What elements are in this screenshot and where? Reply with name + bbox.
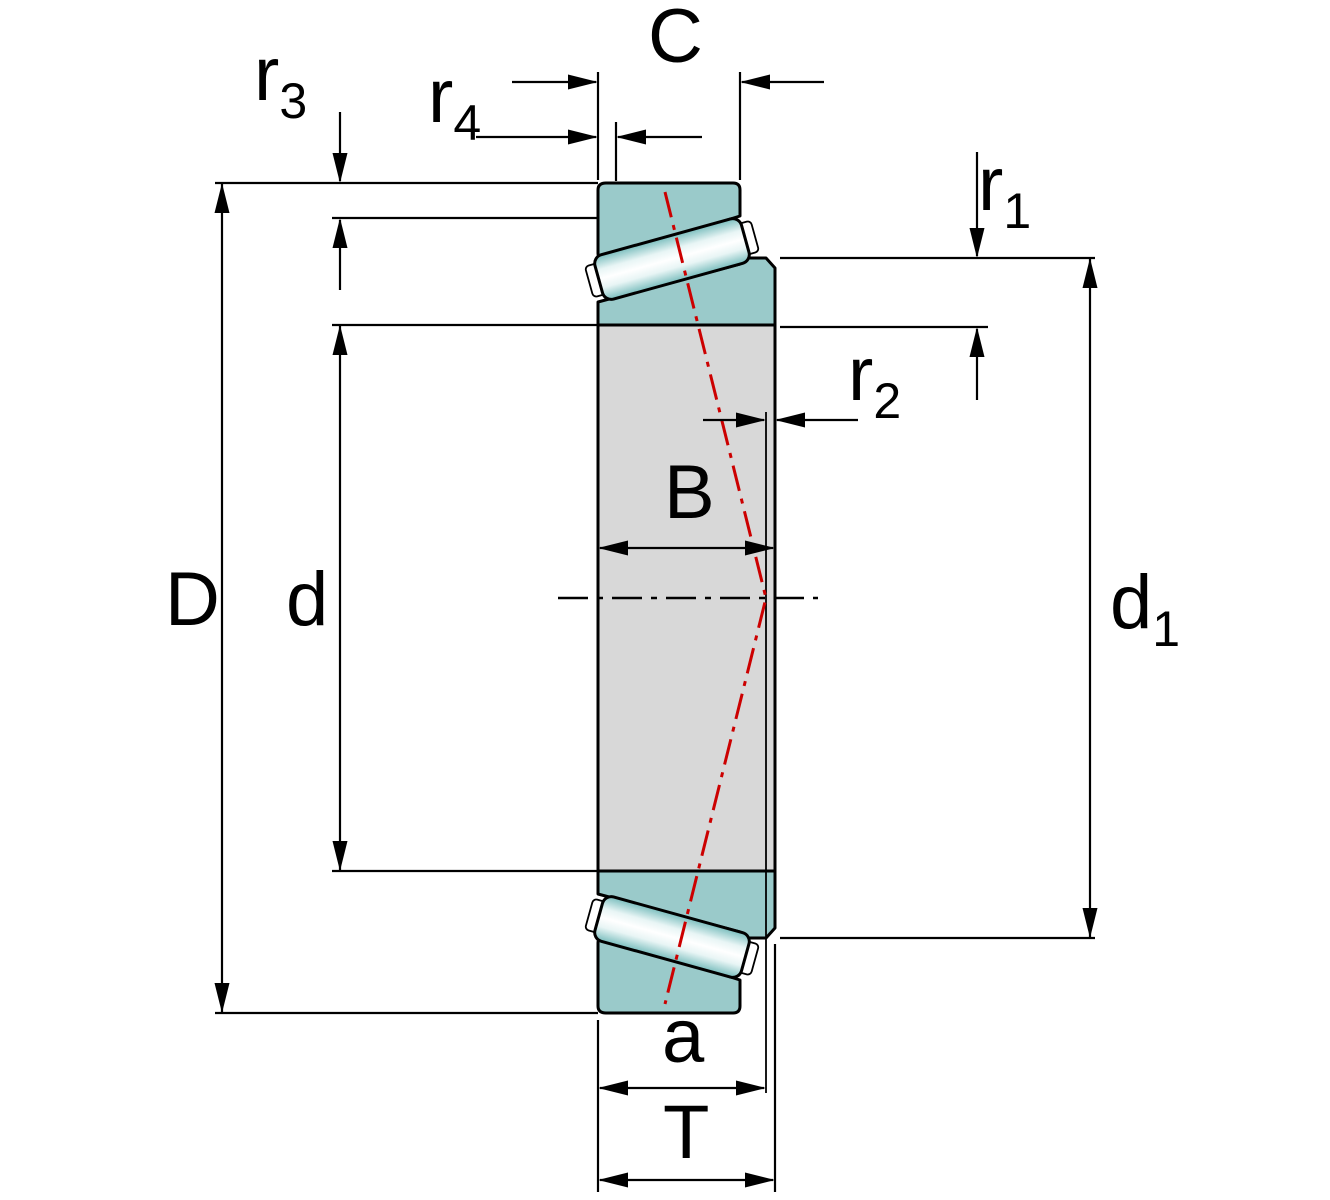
dim-arrowhead [969,327,985,357]
dim-arrowhead [598,1172,628,1188]
dim-arrowhead [332,218,348,248]
label-a: a [662,994,705,1079]
dim-arrowhead [568,129,598,145]
dimension-d [332,323,598,873]
dimension-B [598,540,775,556]
dimension-C [512,72,824,180]
dim-arrowhead [214,983,230,1013]
dimension-r1 [780,152,1095,400]
dim-arrowhead [1082,258,1098,288]
dim-arrowhead [745,1172,775,1188]
bearing-half-top [584,181,777,327]
label-r4: r4 [428,54,481,151]
dimension-a [596,1020,766,1192]
dim-arrowhead [775,412,805,428]
dimension-r4 [476,122,702,181]
dim-arrowhead [598,1080,628,1096]
label-D: D [165,557,220,642]
tapered-roller [593,217,751,301]
label-d1: d1 [1110,560,1180,657]
dimension-r2 [703,412,858,428]
dim-arrowhead [568,74,598,90]
label-C: C [648,0,703,79]
tapered-roller-assembly [584,217,760,301]
dimension-D [214,181,598,1015]
dimension-r3 [332,112,598,290]
label-d: d [286,557,328,642]
dimension-T [598,944,777,1192]
label-r3: r3 [254,32,307,129]
dim-arrowhead [969,228,985,258]
dim-arrowhead [214,183,230,213]
dim-arrowhead [740,74,770,90]
label-B: B [664,450,715,535]
label-r1: r1 [978,142,1031,239]
label-r2: r2 [848,332,901,429]
dim-arrowhead [332,841,348,871]
dim-arrowhead [332,325,348,355]
dim-arrowhead [1082,908,1098,938]
dimension-d1 [780,258,1098,940]
dim-arrowhead [736,1080,766,1096]
dim-arrowhead [332,153,348,183]
label-T: T [663,1090,709,1175]
dim-arrowhead [616,129,646,145]
